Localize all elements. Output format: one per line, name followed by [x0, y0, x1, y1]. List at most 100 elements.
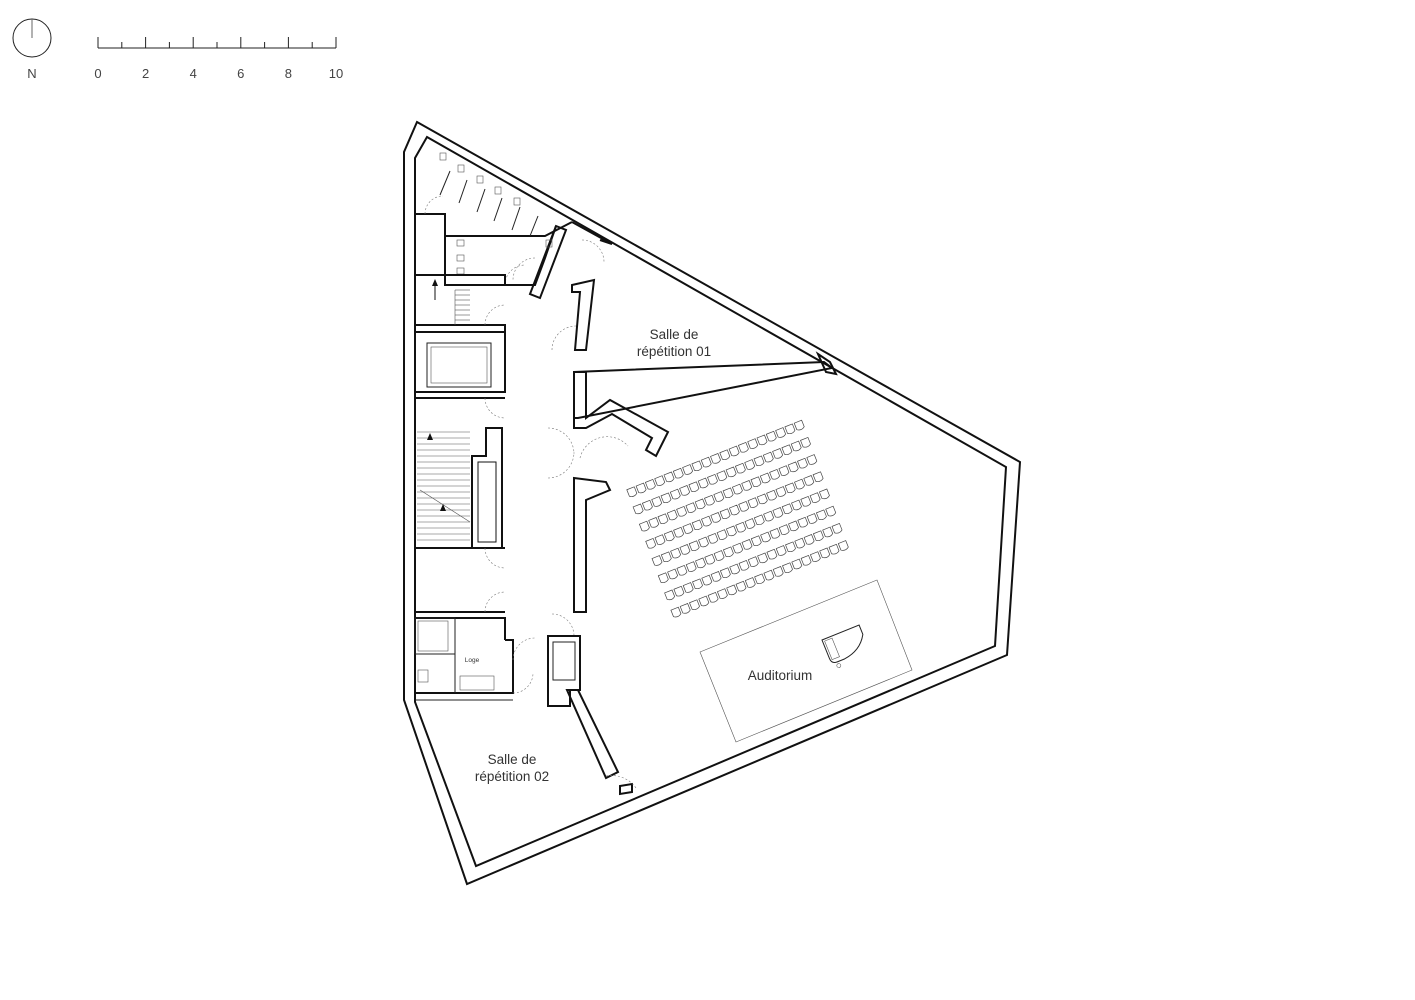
auditorium-seat	[654, 475, 666, 486]
auditorium-seat	[691, 519, 703, 531]
toilet-block	[415, 152, 573, 300]
auditorium-seat	[704, 553, 716, 565]
auditorium-seat	[651, 496, 663, 507]
auditorium-seat	[762, 451, 774, 463]
scale-labels: 0 2 4 6 8 10	[94, 66, 343, 81]
auditorium-seat	[707, 532, 719, 544]
auditorium-seat	[793, 419, 805, 431]
auditorium-seat	[719, 508, 731, 519]
auditorium-seat	[716, 470, 728, 481]
auditorium-seat	[663, 530, 675, 542]
auditorium-seat	[710, 453, 721, 464]
scale-label-0: 0	[94, 66, 101, 81]
auditorium-walls	[484, 304, 670, 637]
auditorium-seat	[735, 580, 747, 592]
auditorium-seat	[744, 577, 756, 588]
auditorium-seat	[803, 475, 815, 486]
auditorium-seat	[772, 448, 784, 459]
scale-label-6: 6	[237, 66, 244, 81]
auditorium-seat	[635, 482, 647, 494]
auditorium-seat	[757, 552, 769, 564]
auditorium-seat	[728, 445, 740, 457]
auditorium-seat	[707, 473, 718, 485]
auditorium-seat	[710, 571, 722, 582]
auditorium-seat	[787, 461, 799, 473]
exterior-walls	[403, 120, 1022, 886]
auditorium-seat	[800, 554, 812, 566]
auditorium-seat	[753, 455, 765, 467]
auditorium-seat	[769, 527, 781, 539]
scale-label-4: 4	[190, 66, 197, 81]
auditorium-seat	[641, 499, 653, 511]
auditorium-seat	[812, 471, 824, 482]
auditorium-seat	[700, 456, 712, 468]
auditorium-seat	[744, 518, 756, 529]
auditorium-seat	[806, 513, 818, 524]
auditorium-seat	[735, 521, 747, 533]
auditorium-seat	[772, 566, 784, 577]
auditorium-seat	[673, 585, 685, 597]
auditorium-seat	[725, 525, 737, 537]
auditorium-seat	[738, 500, 750, 512]
scale-label-8: 8	[285, 66, 292, 81]
auditorium-seat	[663, 471, 675, 483]
auditorium-seat	[766, 489, 778, 501]
auditorium-seat	[800, 495, 812, 507]
auditorium-seat	[713, 491, 725, 502]
auditorium-seat	[750, 476, 762, 487]
auditorium-seat	[815, 509, 827, 521]
auditorium-seat	[788, 520, 799, 532]
auditorium-seat	[716, 588, 728, 599]
auditorium-seat	[632, 503, 644, 515]
auditorium-seat	[670, 606, 682, 618]
auditorium-label: Auditorium	[748, 668, 813, 683]
auditorium-seat	[710, 512, 722, 523]
stair-arrow-icon	[427, 279, 446, 511]
auditorium-seat	[679, 544, 691, 555]
auditorium-seat	[638, 520, 650, 532]
auditorium-seat	[775, 427, 787, 438]
auditorium-seat	[719, 567, 731, 578]
auditorium-seat	[775, 486, 787, 497]
auditorium-seat	[747, 556, 759, 567]
auditorium-seat	[728, 504, 740, 516]
auditorium-seat	[809, 551, 821, 562]
grand-piano-icon	[821, 624, 864, 668]
auditorium-seat	[760, 531, 772, 543]
auditorium-seat	[769, 468, 781, 480]
auditorium-seat	[688, 481, 700, 492]
auditorium-seat	[676, 505, 688, 517]
auditorium-seat	[701, 574, 713, 586]
auditorium-seat	[722, 487, 734, 499]
auditorium-seat	[732, 542, 744, 554]
auditorium-seat	[806, 454, 818, 465]
auditorium-seat	[666, 509, 678, 521]
auditorium-seat	[682, 523, 694, 534]
auditorium-seat	[772, 507, 784, 518]
auditorium-seat	[766, 548, 778, 560]
dressing-block	[414, 617, 536, 694]
auditorium-seat	[825, 505, 837, 517]
north-arrow-icon	[12, 18, 52, 58]
auditorium-seat	[785, 541, 796, 553]
auditorium-seat	[676, 564, 688, 576]
auditorium-seat	[765, 430, 777, 442]
auditorium-seat	[818, 488, 830, 500]
lower-walls	[415, 635, 637, 796]
auditorium-seat	[689, 599, 700, 610]
auditorium-seat	[688, 540, 700, 551]
auditorium-seat	[648, 517, 660, 528]
auditorium-seat	[794, 537, 806, 549]
auditorium-seat	[744, 459, 756, 470]
auditorium-seat	[654, 534, 666, 545]
auditorium-seat	[679, 485, 691, 496]
auditorium-seat	[694, 498, 706, 510]
auditorium-seat	[660, 492, 672, 504]
auditorium-seat	[828, 543, 840, 555]
auditorium-seat	[698, 536, 709, 548]
auditorium-seat	[797, 457, 808, 469]
auditorium-seat	[754, 573, 766, 585]
auditorium-seat	[794, 478, 805, 490]
auditorium-seat	[759, 472, 771, 484]
